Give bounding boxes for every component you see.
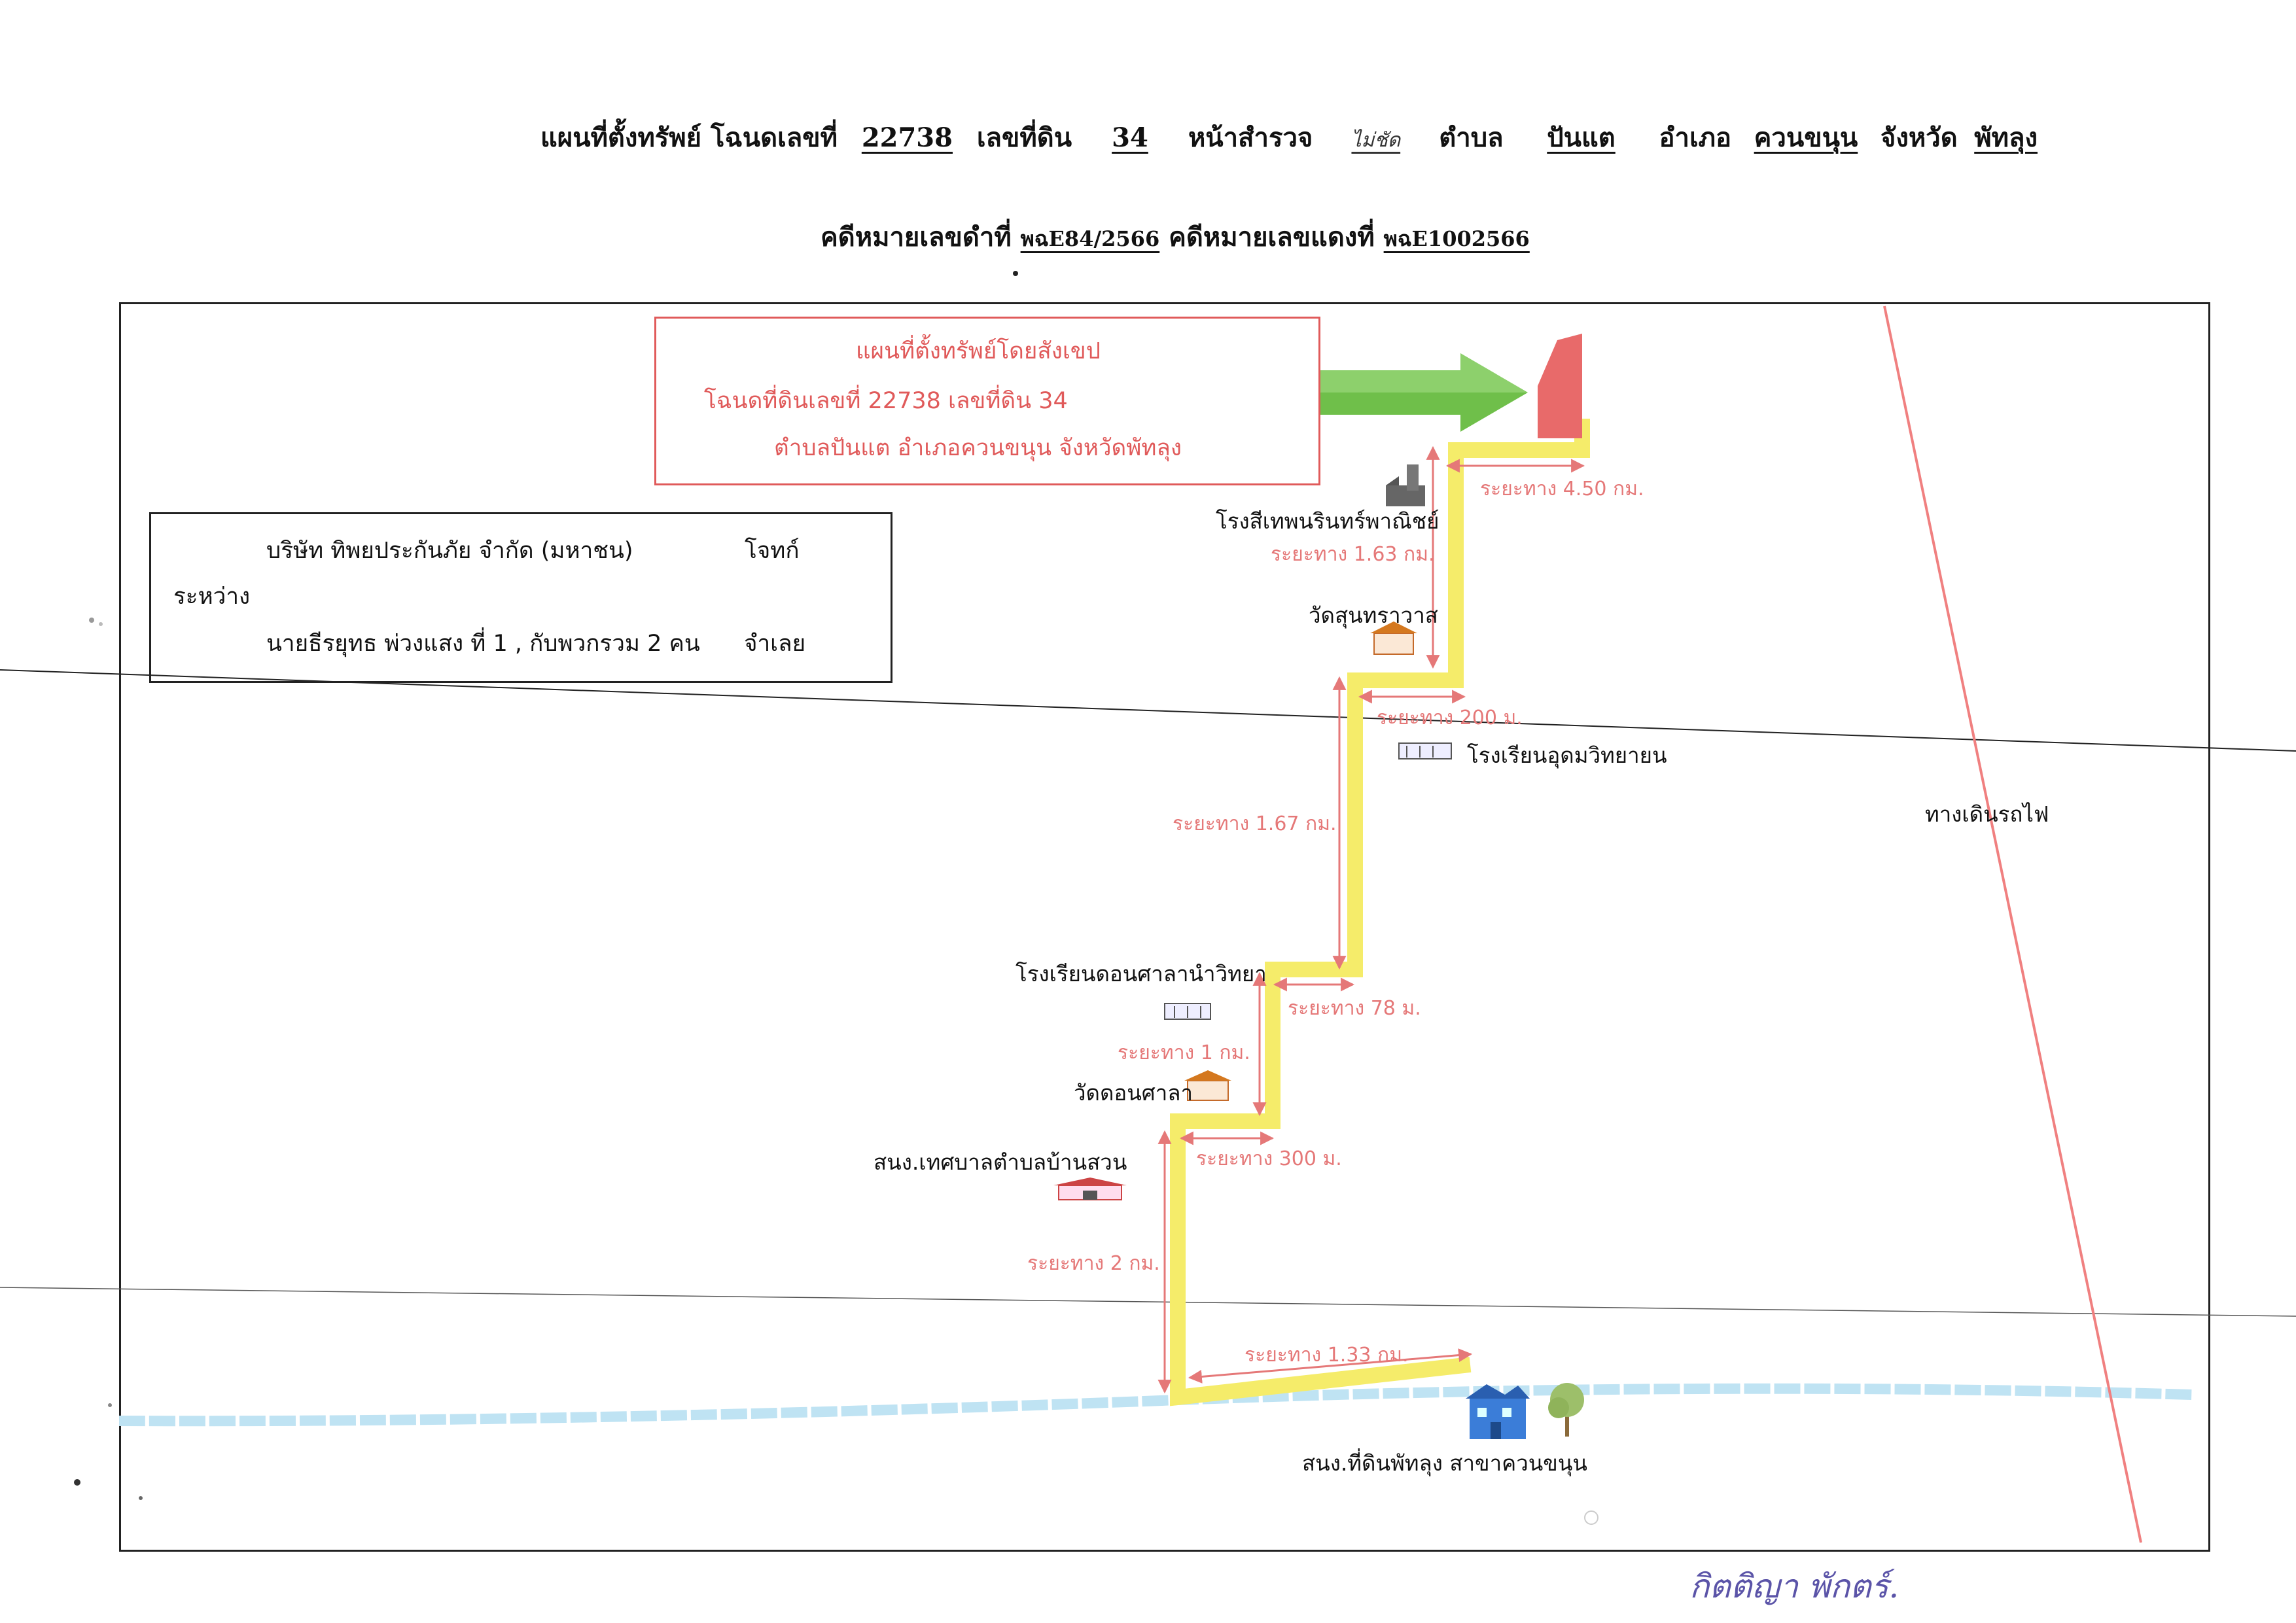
label-railway: ทางเดินรถไฟ — [1925, 801, 2049, 827]
handwritten-signature: กิตติญา พักตร์. — [1689, 1567, 1899, 1605]
land-parcel-icon — [1538, 334, 1582, 438]
distance-label: ระยะทาง 2 กม. — [1027, 1252, 1160, 1275]
header-line-2: คดีหมายเลขดำที่ พฉE84/2566 คดีหมายเลขแดง… — [821, 216, 1530, 258]
green-arrow-icon — [1320, 353, 1528, 432]
title-line-1: แผนที่ตั้งทรัพย์โดยสังเขป — [856, 338, 1101, 364]
header-text: อำเภอ — [1659, 122, 1732, 153]
temple-icon — [1370, 621, 1417, 655]
header-text: หน้าสำรวจ — [1188, 122, 1313, 153]
tambon-name: ปันแต — [1547, 122, 1616, 153]
distance-arrow — [1188, 1348, 1473, 1384]
label-school-donsala: โรงเรียนดอนศาลานำวิทยา — [1016, 961, 1267, 986]
scan-line — [0, 669, 2296, 752]
header-text: จังหวัด — [1880, 122, 1958, 153]
red-case-number: พฉE1002566 — [1383, 226, 1530, 251]
factory-icon — [1386, 464, 1425, 506]
distance-label: ระยะทาง 1.67 กม. — [1173, 812, 1337, 835]
defendant-role: จำเลย — [744, 631, 806, 657]
label-land-office: สนง.ที่ดินพัทลุง สาขาควนขนุน — [1302, 1450, 1587, 1476]
title-line-2: โฉนดที่ดินเลขที่ 22738 เลขที่ดิน 34 — [704, 388, 1068, 414]
label-wat-donsala: วัดดอนศาลา — [1074, 1080, 1193, 1106]
label-school-udom: โรงเรียนอุดมวิทยายน — [1467, 742, 1667, 768]
header-line-1: แผนที่ตั้งทรัพย์ โฉนดเลขที่ 22738 เลขที่… — [540, 116, 2045, 158]
label-municipal-office: สนง.เทศบาลตำบลบ้านสวน — [874, 1149, 1127, 1175]
amphoe-name: ควนขนุน — [1754, 122, 1858, 153]
distance-label: ระยะทาง 1 กม. — [1118, 1041, 1250, 1064]
header-text: แผนที่ตั้งทรัพย์ โฉนดเลขที่ — [540, 122, 838, 153]
survey-page-handwritten: ไม่ชัด — [1351, 129, 1401, 152]
between-label: ระหว่าง — [173, 584, 251, 610]
plaintiff-role: โจทก์ — [745, 538, 800, 564]
header-text: เลขที่ดิน — [976, 122, 1072, 153]
case-parties-box: บริษัท ทิพยประกันภัย จำกัด (มหาชน) โจทก์… — [149, 512, 892, 683]
route-path — [1170, 419, 1590, 1406]
margin-marks — [74, 271, 1598, 1525]
title-line-3: ตำบลปันแต อำเภอควนขนุน จังหวัดพัทลุง — [774, 435, 1182, 461]
label-printing-house: โรงสีเทพนรินทร์พาณิชย์ — [1216, 508, 1439, 534]
title-box: แผนที่ตั้งทรัพย์โดยสังเขป โฉนดที่ดินเลขท… — [654, 317, 1320, 485]
railway-line — [1883, 305, 2142, 1543]
distance-label: ระยะทาง 4.50 กม. — [1480, 478, 1644, 500]
map-frame — [119, 302, 2210, 1552]
scan-line — [0, 1287, 2296, 1317]
province-name: พัทลุง — [1974, 122, 2038, 153]
land-number: 34 — [1112, 122, 1148, 153]
defendant-name: นายธีรยุทธ พ่วงแสง ที่ 1 , กับพวกรวม 2 ค… — [266, 631, 700, 657]
government-office-icon — [1053, 1178, 1127, 1200]
deed-number: 22738 — [861, 122, 953, 153]
river — [118, 1383, 2193, 1427]
distance-label: ระยะทาง 1.33 กม. — [1245, 1344, 1409, 1367]
land-office-building-icon — [1466, 1384, 1530, 1439]
tree-icon — [1548, 1383, 1584, 1437]
temple-icon — [1184, 1070, 1231, 1101]
distance-label: ระยะทาง 300 ม. — [1196, 1147, 1342, 1170]
distance-label: ระยะทาง 78 ม. — [1288, 997, 1421, 1020]
header-text: คดีหมายเลขแดงที่ — [1169, 222, 1375, 253]
header-text: คดีหมายเลขดำที่ — [821, 222, 1012, 253]
header-text: ตำบล — [1439, 122, 1504, 153]
distance-label: ระยะทาง 200 ม. — [1377, 707, 1523, 729]
school-icon — [1164, 1003, 1211, 1020]
plaintiff-name: บริษัท ทิพยประกันภัย จำกัด (มหาชน) — [266, 538, 633, 564]
distance-label: ระยะทาง 1.63 กม. — [1271, 543, 1435, 566]
school-icon — [1398, 742, 1452, 759]
label-wat-sun: วัดสุนทราวาส — [1309, 602, 1438, 628]
black-case-number: พฉE84/2566 — [1020, 226, 1160, 251]
